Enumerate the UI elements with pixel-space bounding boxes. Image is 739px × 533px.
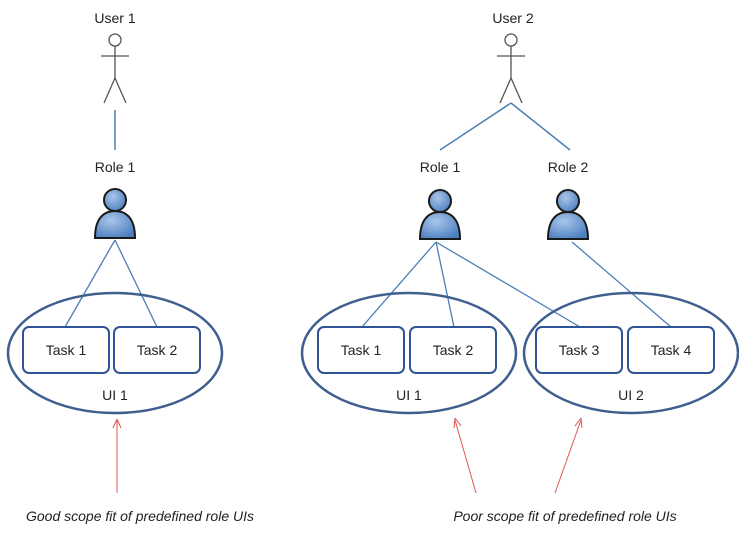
ui-2-ellipse	[522, 291, 739, 415]
role-1-label: Role 1	[95, 159, 136, 175]
stick-figure-icon	[101, 33, 129, 104]
task-1-label: Task 1	[46, 342, 87, 358]
ui-2-label: UI 2	[618, 387, 644, 403]
left-caption: Good scope fit of predefined role UIs	[26, 508, 254, 524]
stick-figure-icon	[497, 33, 525, 104]
role-task-connector	[571, 241, 672, 328]
task-3-label: Task 3	[559, 342, 600, 358]
right-caption: Poor scope fit of predefined role UIs	[453, 508, 676, 524]
role-task-connector	[435, 241, 455, 328]
user-role-connector	[439, 102, 512, 151]
task-1-label: Task 1	[341, 342, 382, 358]
arrow-line	[554, 419, 582, 494]
left-panel: User 1 Role 1 Task 1 Task 2 UI 1 Good sc…	[6, 10, 254, 524]
task-box	[409, 326, 497, 374]
user-1-label: User 1	[94, 10, 135, 26]
role-2-label: Role 2	[548, 159, 589, 175]
ui-1-label: UI 1	[396, 387, 422, 403]
person-silhouette-icon	[546, 189, 590, 240]
person-silhouette-icon	[93, 188, 137, 239]
task-4-label: Task 4	[651, 342, 692, 358]
role-task-connector	[64, 239, 116, 328]
role-task-connector	[114, 239, 158, 328]
role-1-label: Role 1	[420, 159, 461, 175]
right-panel: User 2 Role 1 Role 2 Task 1	[300, 10, 739, 524]
task-box	[317, 326, 405, 374]
role-task-connector	[435, 241, 581, 328]
task-2-label: Task 2	[433, 342, 474, 358]
task-box	[22, 326, 110, 374]
user-2-label: User 2	[492, 10, 533, 26]
person-silhouette-icon	[418, 189, 462, 240]
arrow-line	[454, 419, 477, 494]
arrow-head-icon	[453, 417, 462, 429]
ui-1-label: UI 1	[102, 387, 128, 403]
arrow-head-icon	[112, 418, 122, 429]
user-role-connector	[510, 102, 571, 151]
task-2-label: Task 2	[137, 342, 178, 358]
role-task-connector	[361, 241, 437, 328]
task-box	[535, 326, 623, 374]
ui-1-ellipse	[300, 291, 518, 415]
ui-1-ellipse	[6, 291, 224, 415]
arrow-head-icon	[574, 417, 583, 429]
task-box	[627, 326, 715, 374]
task-box	[113, 326, 201, 374]
